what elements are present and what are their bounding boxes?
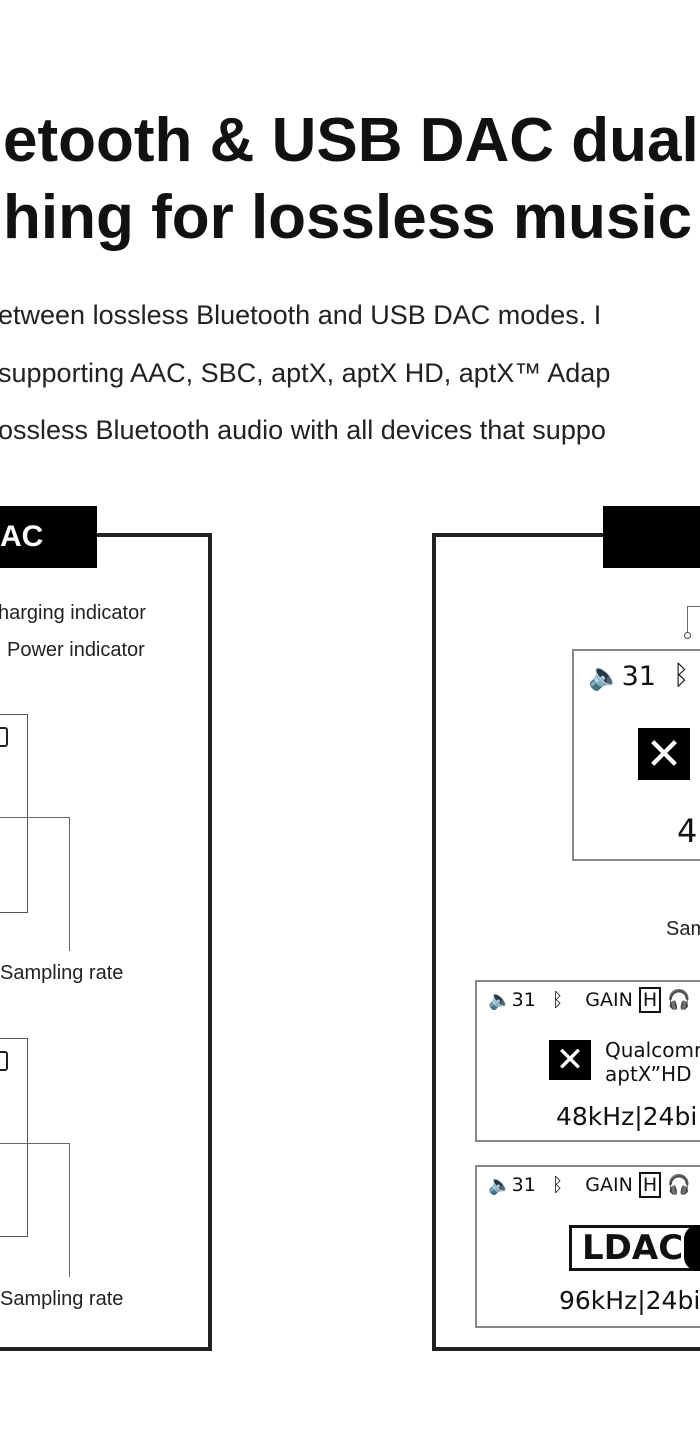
status-row: 🔈31 ᛒ GAIN H 🎧 — [488, 987, 691, 1013]
ldac-logo: LDAC — [569, 1225, 700, 1271]
bluetooth-icon: ᛒ — [551, 989, 564, 1011]
sampling-rate-label: Sampling rate — [0, 962, 124, 984]
sampling-rate-label: Sam — [666, 918, 700, 940]
leader-line — [0, 1143, 70, 1144]
headline-line-2: hing for lossless music — [3, 183, 693, 252]
description-line-1: etween lossless Bluetooth and USB DAC mo… — [0, 300, 602, 330]
leader-line — [687, 606, 688, 634]
gain-level: H — [638, 1172, 662, 1198]
charging-indicator-label: harging indicator — [0, 602, 146, 624]
ldac-logo-accent — [684, 1225, 700, 1271]
headline-line-1: etooth & USB DAC dual- — [3, 106, 700, 175]
screen-diagram-2 — [0, 1038, 28, 1237]
panel-border-bottom — [432, 1347, 700, 1351]
description-line-2: supporting AAC, SBC, aptX, aptX HD, aptX… — [0, 358, 611, 388]
description-line-3: ossless Bluetooth audio with all devices… — [0, 415, 606, 445]
sample-rate-value: 96kHz|24bi — [559, 1286, 700, 1315]
brand-label: Qualcomm — [605, 1038, 700, 1062]
ldac-logo-text: LDAC — [582, 1228, 684, 1268]
mode-tab-label: AC — [0, 520, 44, 553]
mode-tab — [603, 506, 700, 568]
panel-border-left — [432, 533, 436, 1351]
gain-label: GAIN — [585, 989, 633, 1011]
gain-label: GAIN — [585, 1174, 633, 1196]
screen-diagram-1 — [0, 714, 28, 913]
aptx-logo-icon: ✕ — [638, 728, 690, 780]
speaker-icon: 🔈 — [488, 989, 512, 1011]
panel-border-right — [208, 533, 212, 1351]
gain-level: H — [638, 987, 662, 1013]
battery-icon — [0, 727, 8, 747]
bluetooth-icon: ᛒ — [673, 660, 690, 691]
power-indicator-label: Power indicator — [7, 639, 145, 661]
panel-border-top — [95, 533, 212, 537]
codec-label: aptX”HD — [605, 1062, 692, 1086]
panel-border-top — [432, 533, 607, 537]
battery-icon — [0, 1051, 8, 1071]
sampling-rate-label: Sampling rate — [0, 1288, 124, 1310]
volume-value: 31 — [511, 989, 536, 1011]
leader-line — [69, 1143, 70, 1277]
aptx-logo-icon: ✕ — [549, 1040, 591, 1080]
speaker-icon: 🔈 — [588, 661, 622, 692]
volume-indicator: 🔈31 — [588, 660, 656, 692]
panel-border-bottom — [0, 1347, 212, 1351]
headphone-icon: 🎧 — [667, 1174, 691, 1196]
speaker-icon: 🔈 — [488, 1174, 512, 1196]
status-row: 🔈31 ᛒ GAIN H 🎧 — [488, 1172, 691, 1198]
sample-rate-value: 48kHz|24bi — [556, 1102, 698, 1131]
headphone-icon: 🎧 — [667, 989, 691, 1011]
leader-dot — [684, 632, 691, 639]
mode-tab: AC — [0, 506, 97, 568]
leader-line — [687, 606, 700, 607]
leader-line — [69, 817, 70, 951]
display-screen-main — [572, 649, 700, 861]
bluetooth-icon: ᛒ — [551, 1174, 564, 1196]
volume-value: 31 — [621, 661, 656, 692]
display-screen-ldac — [475, 1165, 700, 1328]
volume-value: 31 — [511, 1174, 536, 1196]
leader-line — [0, 817, 70, 818]
sample-rate-partial: 4 — [677, 812, 698, 850]
